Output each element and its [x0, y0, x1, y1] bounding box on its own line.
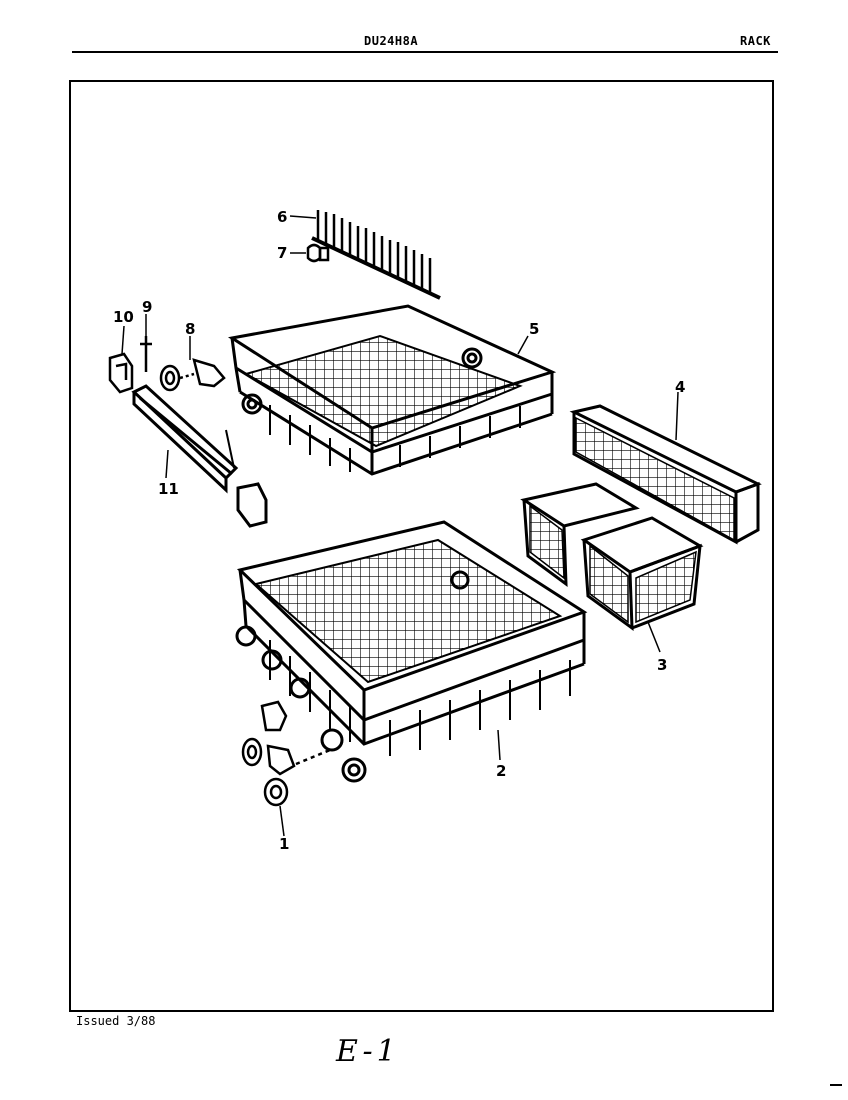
rack-rail-part	[131, 384, 268, 528]
callout-1: 1	[279, 835, 289, 853]
page-number: E-1	[336, 1034, 400, 1069]
silverware-basket-part	[520, 482, 704, 632]
callout-6: 6	[277, 208, 287, 226]
callout-9: 9	[142, 298, 152, 316]
callout-3: 3	[657, 656, 667, 674]
callout-10: 10	[113, 308, 134, 326]
callout-4: 4	[675, 378, 685, 396]
callout-8: 8	[185, 320, 195, 338]
lower-wheel-assembly-part	[241, 700, 331, 807]
section-title: RACK	[740, 34, 771, 48]
tine-row-part	[311, 210, 441, 300]
leader-lines	[121, 215, 679, 837]
callout-labels: 1 2 3 4 5 6 7 8 9 10 11	[113, 208, 685, 853]
diagram-frame	[69, 80, 774, 1012]
edge-mark	[830, 1084, 842, 1086]
callout-2: 2	[496, 762, 506, 780]
callout-7: 7	[277, 244, 287, 262]
callout-5: 5	[529, 320, 539, 338]
clip-part	[306, 243, 330, 263]
header-rule	[72, 51, 778, 53]
roller-assembly-part	[159, 358, 226, 392]
issued-date: Issued 3/88	[76, 1014, 156, 1028]
lower-rack-part	[235, 520, 588, 783]
pin-part	[140, 336, 152, 372]
rack-end-cap-part	[108, 352, 134, 394]
model-number: DU24H8A	[364, 34, 419, 48]
utensil-basket-part	[569, 404, 762, 545]
upper-rack-part	[227, 304, 557, 476]
callout-11: 11	[158, 480, 179, 498]
